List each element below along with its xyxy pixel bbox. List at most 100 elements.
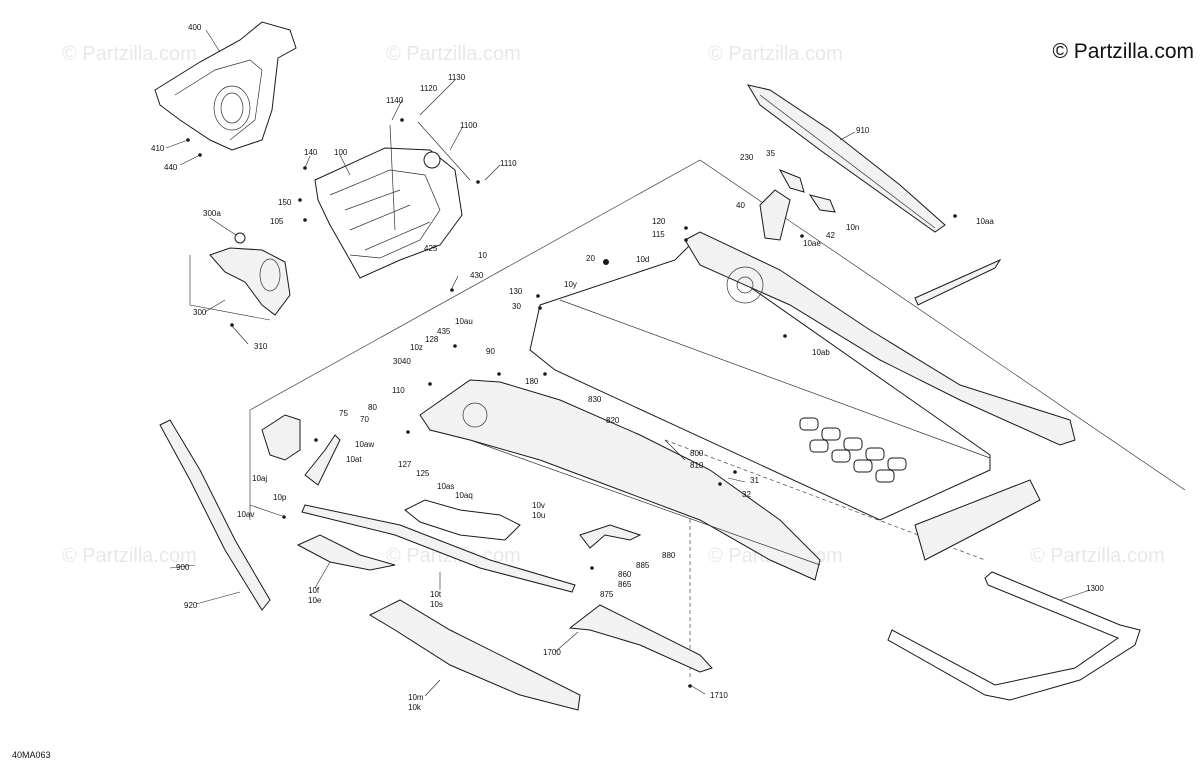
callout-1300: 1300: [1086, 584, 1104, 593]
callout-1100: 1100: [460, 121, 478, 130]
callout-820: 820: [606, 416, 620, 425]
callout-10aa: 10aa: [976, 217, 994, 226]
callout-130: 130: [509, 287, 523, 296]
callout-1700: 1700: [543, 648, 561, 657]
callout-128: 128: [425, 335, 439, 344]
part-100-upper-column: [298, 121, 471, 292]
callout-75: 75: [339, 409, 348, 418]
callout-885: 885: [636, 561, 650, 570]
copyright-notice: © Partzilla.com: [1052, 40, 1194, 63]
callout-865: 865: [618, 580, 632, 589]
watermark: © Partzilla.com: [708, 43, 843, 65]
callout-10y: 10y: [564, 280, 577, 289]
callout-125: 125: [416, 469, 430, 478]
callout-150: 150: [278, 198, 292, 207]
callout-1710: 1710: [710, 691, 728, 700]
callout-80: 80: [368, 403, 377, 412]
callout-30: 30: [512, 302, 521, 311]
callout-32: 32: [742, 490, 751, 499]
callout-1140: 1140: [386, 96, 404, 105]
callout-40: 40: [736, 201, 745, 210]
part-10t-strip: [301, 504, 576, 593]
tunnel-cutouts: [799, 417, 907, 483]
callout-115: 115: [652, 230, 665, 239]
callout-110: 110: [392, 386, 405, 395]
callout-230: 230: [740, 153, 754, 162]
callout-10t: 10t: [430, 590, 442, 599]
callout-10f: 10f: [308, 586, 320, 595]
callout-10av: 10av: [237, 510, 254, 519]
callout-1110: 1110: [500, 159, 517, 168]
callout-310: 310: [254, 342, 268, 351]
callout-127: 127: [398, 460, 412, 469]
callout-10: 10: [478, 251, 487, 260]
callout-910: 910: [856, 126, 870, 135]
part-880-tube: [579, 524, 642, 549]
watermark: © Partzilla.com: [62, 545, 197, 567]
watermark: © Partzilla.com: [62, 43, 197, 65]
part-10aj-plate: [261, 414, 301, 461]
part-10-side-rail-right: [684, 231, 1076, 446]
callout-10z: 10z: [410, 343, 423, 352]
part-10aa-bar: [914, 258, 1002, 306]
callout-100: 100: [334, 148, 348, 157]
callout-10p: 10p: [273, 493, 287, 502]
callout-875: 875: [600, 590, 614, 599]
part-10f-panel: [296, 534, 396, 571]
callout-920: 920: [184, 601, 198, 610]
callout-labels: 400 410 440 1140 1120 1130 1100 1110 140…: [151, 23, 1104, 712]
callout-10ab: 10ab: [812, 348, 830, 357]
callout-430: 430: [470, 271, 484, 280]
callout-10d: 10d: [636, 255, 649, 264]
callout-440: 440: [164, 163, 178, 172]
part-1300-rear-bumper: [887, 571, 1141, 701]
part-10at-bracket: [304, 434, 341, 486]
callout-300a: 300a: [203, 209, 221, 218]
callout-860: 860: [618, 570, 632, 579]
part-1700-rail: [568, 604, 713, 673]
callout-425: 425: [424, 244, 438, 253]
callout-880: 880: [662, 551, 676, 560]
callout-42: 42: [826, 231, 835, 240]
callout-10n: 10n: [846, 223, 859, 232]
part-rear-crossbar: [914, 479, 1041, 561]
callout-10at: 10at: [346, 455, 362, 464]
watermark: © Partzilla.com: [386, 43, 521, 65]
callout-10e: 10e: [308, 596, 322, 605]
callout-31: 31: [750, 476, 759, 485]
callout-810: 810: [690, 461, 704, 470]
callout-1130: 1130: [448, 73, 466, 82]
callout-140: 140: [304, 148, 318, 157]
callout-10k: 10k: [408, 703, 422, 712]
callout-10ae: 10ae: [803, 239, 821, 248]
callout-10m: 10m: [408, 693, 424, 702]
part-40-bracket: [759, 169, 836, 241]
callout-410: 410: [151, 144, 165, 153]
callout-35: 35: [766, 149, 775, 158]
callout-1120: 1120: [420, 84, 438, 93]
callout-10aw: 10aw: [355, 440, 374, 449]
callout-800: 800: [690, 449, 704, 458]
callout-120: 120: [652, 217, 666, 226]
diagram-code: 40MA063: [12, 750, 51, 760]
callout-leaders: [165, 29, 1091, 697]
callout-10s: 10s: [430, 600, 443, 609]
callout-70: 70: [360, 415, 369, 424]
watermark: © Partzilla.com: [1030, 545, 1165, 567]
callout-10u: 10u: [532, 511, 545, 520]
part-400-steering-support: [154, 21, 297, 157]
callout-900: 900: [176, 563, 190, 572]
part-900-rail: [159, 419, 271, 611]
part-300-bracket: [209, 232, 291, 327]
callout-3040: 3040: [393, 357, 411, 366]
callout-90: 90: [486, 347, 495, 356]
callout-400: 400: [188, 23, 202, 32]
part-910-rail: [746, 84, 946, 233]
callout-300: 300: [193, 308, 207, 317]
callout-105: 105: [270, 217, 284, 226]
callout-10as: 10as: [437, 482, 454, 491]
fastener-dots: [282, 118, 957, 688]
callout-830: 830: [588, 395, 602, 404]
callout-10aj: 10aj: [252, 474, 267, 483]
